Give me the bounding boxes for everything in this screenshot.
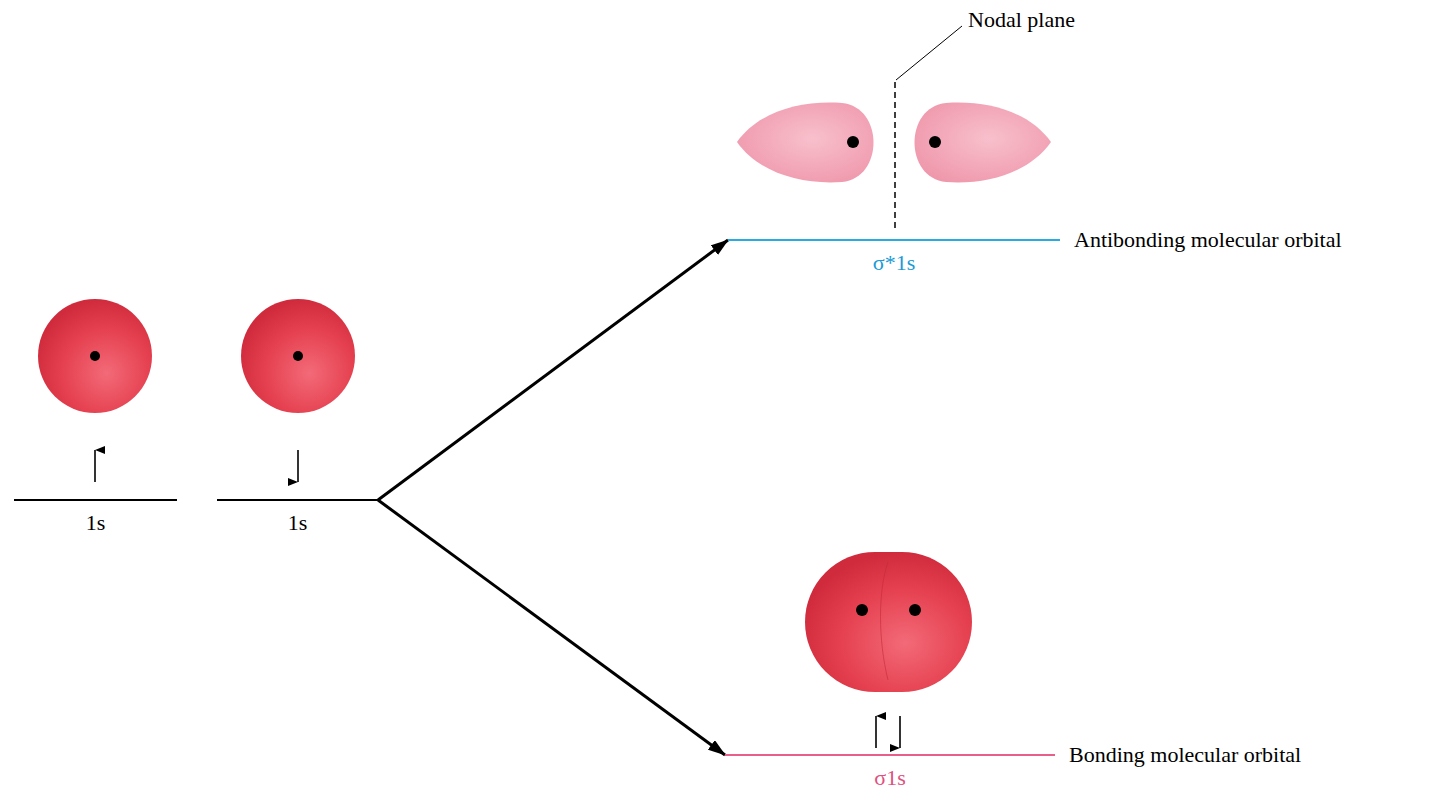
- nucleus-dot: [856, 604, 868, 616]
- atomic-orbital: [241, 299, 355, 413]
- correlation-arrow: [378, 500, 725, 755]
- nodal-plane: [894, 82, 896, 232]
- electron-spin-down: [899, 716, 901, 748]
- orbital-description: Antibonding molecular orbital: [1074, 228, 1342, 252]
- antibonding-lobe: [915, 103, 1052, 183]
- orbital-label: σ1s: [725, 766, 1055, 790]
- energy-level: σ1sBonding molecular orbital: [725, 754, 1055, 756]
- electron-spin-up: [875, 716, 877, 748]
- orbital-label: σ*1s: [728, 251, 1060, 275]
- orbital-description: Bonding molecular orbital: [1069, 743, 1301, 767]
- electron-spin-up: [94, 450, 96, 482]
- orbital-shading: [881, 562, 889, 680]
- nucleus-dot: [929, 136, 941, 148]
- callout-label: Nodal plane: [968, 8, 1075, 32]
- energy-level: 1s: [217, 499, 378, 501]
- orbital-label: 1s: [14, 511, 177, 535]
- correlation-arrow: [378, 240, 728, 500]
- bonding-orbital: [805, 552, 972, 692]
- nucleus-dot: [90, 351, 100, 361]
- leader-line: [896, 26, 962, 80]
- nucleus-dot: [847, 136, 859, 148]
- nucleus-dot: [293, 351, 303, 361]
- energy-level: σ*1sAntibonding molecular orbital: [728, 239, 1060, 241]
- nucleus-dot: [909, 604, 921, 616]
- electron-spin-down: [297, 450, 299, 482]
- orbital-label: 1s: [217, 511, 378, 535]
- antibonding-lobe: [737, 103, 874, 183]
- atomic-orbital: [38, 299, 152, 413]
- energy-level: 1s: [14, 499, 177, 501]
